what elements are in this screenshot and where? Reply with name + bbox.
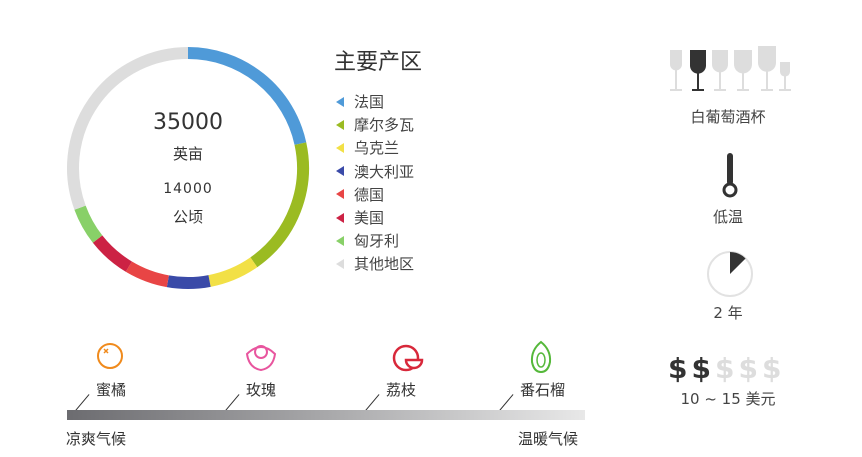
glass-type-icons [670, 46, 791, 91]
legend-item: 澳大利亚 [334, 160, 414, 183]
dollar-icon: $ [691, 352, 715, 385]
donut-segment-0 [187, 47, 307, 145]
dollar-icon: $ [714, 352, 739, 385]
legend-item: 乌克兰 [334, 136, 414, 159]
legend-item: 德国 [334, 183, 414, 206]
legend-title: 主要产区 [334, 50, 423, 75]
legend-marker-icon [336, 258, 344, 269]
guava-icon [530, 340, 552, 374]
aging-label: 2 年 [713, 304, 743, 322]
dollar-icon: $ [738, 352, 762, 385]
dollar-icon: $ [668, 352, 692, 385]
legend-item: 其他地区 [334, 252, 414, 275]
lychee-icon [392, 344, 424, 372]
aging-clock-icon [707, 251, 753, 297]
legend-label: 法国 [354, 93, 385, 112]
legend-item: 匈牙利 [334, 229, 414, 252]
legend-label: 其他地区 [354, 255, 415, 274]
cool-climate-label: 凉爽气候 [66, 430, 127, 448]
legend-item: 美国 [334, 206, 414, 229]
legend-marker-icon [336, 142, 344, 153]
wine-glass-icon [734, 50, 752, 91]
acres-unit: 英亩 [172, 145, 203, 163]
legend-marker-icon [336, 166, 344, 177]
donut-segment-1 [250, 142, 309, 268]
wine-glass-icon [779, 62, 791, 91]
legend-label: 匈牙利 [354, 232, 400, 251]
wine-glass-icon [670, 50, 682, 91]
legend-label: 乌克兰 [354, 139, 400, 158]
donut-segment-7 [67, 47, 189, 210]
orange-icon [97, 343, 123, 369]
wine-glass-icon [690, 50, 706, 91]
donut-segment-6 [74, 205, 103, 243]
legend-label: 摩尔多瓦 [354, 116, 415, 135]
donut-segment-3 [166, 275, 211, 289]
total-acres: 35000 [153, 110, 223, 135]
fruit-label: 荔枝 [386, 381, 417, 399]
hectares-unit: 公顷 [172, 208, 203, 226]
legend-marker-icon [336, 235, 344, 246]
rose-icon [245, 345, 277, 372]
legend-marker-icon [336, 119, 344, 130]
legend: 法国摩尔多瓦乌克兰澳大利亚德国美国匈牙利其他地区 [334, 90, 414, 276]
glass-label: 白葡萄酒杯 [690, 108, 766, 126]
donut-segment-2 [208, 257, 258, 287]
price-level: $$$$$ [668, 352, 785, 385]
fruit-label: 玫瑰 [246, 381, 277, 399]
donut-chart [67, 47, 309, 289]
wine-glass-icon [758, 46, 776, 91]
wine-glass-icon [712, 50, 728, 91]
legend-label: 美国 [354, 209, 385, 228]
legend-item: 法国 [334, 90, 414, 113]
temperature-label: 低温 [712, 208, 743, 226]
fruit-label: 番石榴 [520, 381, 566, 399]
warm-climate-label: 温暖气候 [518, 430, 579, 448]
legend-label: 澳大利亚 [354, 162, 415, 181]
dollar-icon: $ [761, 352, 786, 385]
climate-gradient-bar [67, 410, 585, 420]
legend-item: 摩尔多瓦 [334, 113, 414, 136]
legend-marker-icon [336, 212, 344, 223]
legend-label: 德国 [354, 185, 385, 204]
total-hectares: 14000 [163, 181, 213, 197]
donut-segment-4 [125, 261, 170, 288]
thermometer-icon [722, 153, 738, 198]
donut-segment-5 [92, 235, 133, 272]
price-label: 10 ~ 15 美元 [680, 390, 776, 408]
legend-marker-icon [336, 96, 344, 107]
legend-marker-icon [336, 189, 344, 200]
fruit-label: 蜜橘 [96, 381, 127, 399]
